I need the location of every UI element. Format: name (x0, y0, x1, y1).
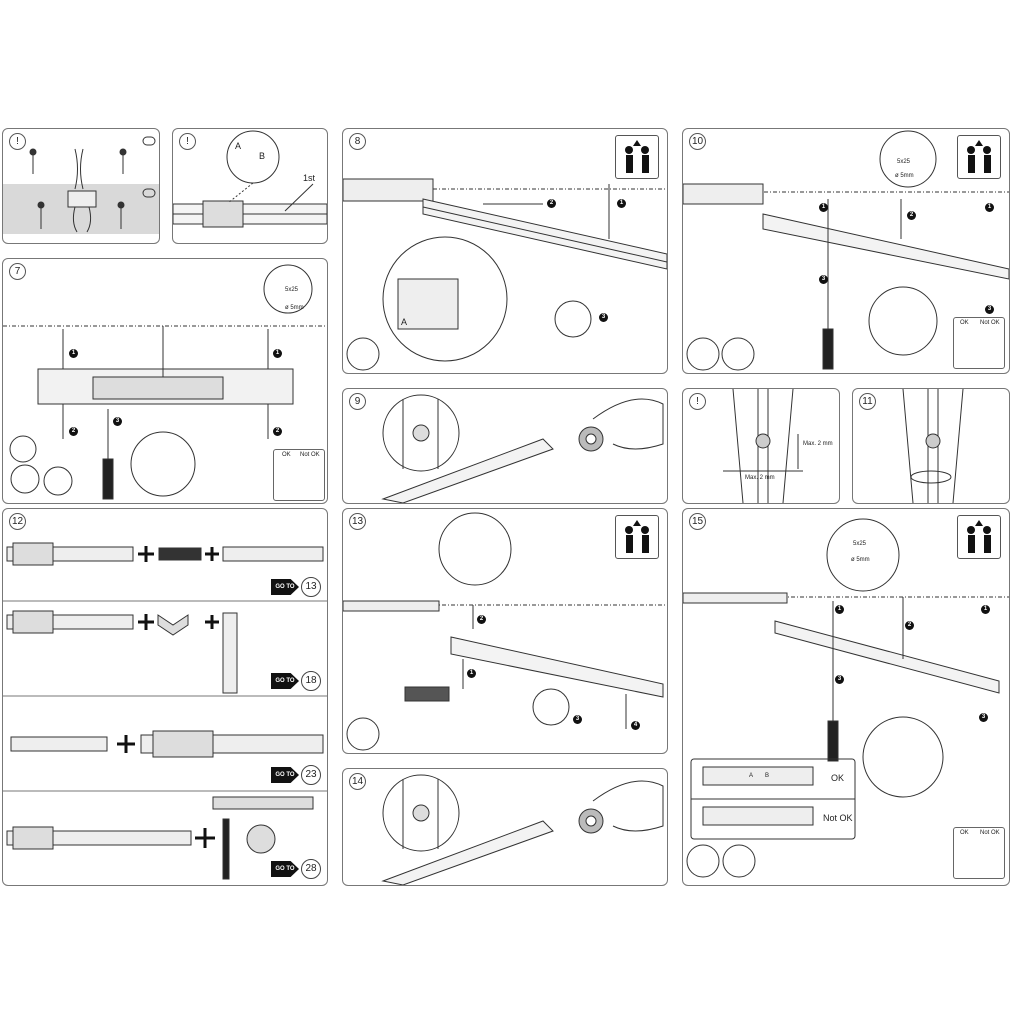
goto-13[interactable]: GO TO 13 (271, 577, 321, 597)
step-marker-1: 1 (273, 349, 282, 358)
letter-a: A (401, 317, 408, 327)
notok-label: Not OK (980, 830, 1000, 836)
ok-label: OK (960, 830, 969, 836)
letter-a: A (235, 141, 242, 151)
step-number: 7 (9, 263, 26, 280)
rail-illustration (173, 130, 327, 228)
panel-step-11: 11 (852, 388, 1010, 504)
max-vertical-label: Max. 2 mm (803, 441, 833, 447)
letter-a: A (749, 773, 754, 779)
step-marker-3: 3 (113, 417, 122, 426)
cover-strip-illustration (381, 394, 664, 503)
goto-arrow-icon: GO TO (271, 673, 299, 689)
panel-step-14: 14 (342, 768, 668, 886)
step-marker-1: 1 (617, 199, 626, 208)
panel-warning-tolerance: ! Max. 2 mm Max. 2 mm (682, 388, 840, 504)
step-marker-3: 3 (573, 715, 582, 724)
step-number: 8 (349, 133, 366, 150)
connector-illustration (343, 512, 667, 751)
goto-arrow-icon: GO TO (271, 861, 299, 877)
step-marker-2: 2 (69, 427, 78, 436)
second-rail-illustration (683, 518, 1009, 878)
step-number: 11 (859, 393, 876, 410)
step-marker-2: 2 (907, 211, 916, 220)
cover-strip-illustration (381, 774, 664, 885)
step-number: 10 (689, 133, 706, 150)
ok-label: OK (960, 320, 969, 326)
goto-ref: 28 (301, 859, 321, 879)
panel-step-13: 13 1 2 3 4 (342, 508, 668, 754)
notok-label: Not OK (980, 320, 1000, 326)
step-marker-3: 3 (979, 713, 988, 722)
step-marker-3: 3 (985, 305, 994, 314)
step-marker-1: 1 (835, 605, 844, 614)
goto-ref: 13 (301, 577, 321, 597)
goto-arrow-icon: GO TO (271, 579, 299, 595)
two-persons-icon (957, 135, 1001, 179)
panel-warning-direction: ! 1st A B (172, 128, 328, 244)
drill-size: ø 5mm (851, 557, 870, 563)
goto-ref: 18 (301, 671, 321, 691)
goto-28[interactable]: GO TO 28 (271, 859, 321, 879)
step-number: 9 (349, 393, 366, 410)
goto-ref: 23 (301, 765, 321, 785)
wiring-illustration (29, 136, 156, 233)
step-number: 14 (349, 773, 366, 790)
step-number: 13 (349, 513, 366, 530)
step-marker-1: 1 (985, 203, 994, 212)
two-persons-icon (615, 515, 659, 559)
anchor-size: 5x25 (897, 159, 911, 165)
goto-18[interactable]: GO TO 18 (271, 671, 321, 691)
panel-step-8: 8 A 1 2 3 (342, 128, 668, 374)
goto-23[interactable]: GO TO 23 (271, 765, 321, 785)
step-marker-2: 2 (547, 199, 556, 208)
step-marker-2: 2 (477, 615, 486, 624)
ok-notok-box: OK Not OK (953, 827, 1005, 879)
ok-notok-box: OK Not OK (953, 317, 1005, 369)
max-horizontal-label: Max. 2 mm (745, 475, 775, 481)
warning-badge: ! (689, 393, 706, 410)
adjust-illustration (902, 389, 964, 503)
rail-fix-illustration (683, 130, 1009, 371)
drill-size: ø 5mm (285, 305, 304, 311)
letter-b: B (765, 773, 770, 779)
step-marker-4: 4 (631, 721, 640, 730)
ok-notok-box: OK Not OK (273, 449, 325, 501)
two-persons-icon (957, 515, 1001, 559)
goto-arrow-icon: GO TO (271, 767, 299, 783)
panel-step-15: 15 5x25 ø 5mm OK Not OK A B OK Not OK 1 … (682, 508, 1010, 886)
warning-badge: ! (179, 133, 196, 150)
panel-step-10: 10 5x25 ø 5mm OK Not OK 1 1 2 3 3 (682, 128, 1010, 374)
anchor-size: 5x25 (285, 287, 299, 293)
warning-badge: ! (9, 133, 26, 150)
panel-step-9: 9 (342, 388, 668, 504)
tolerance-illustration (723, 389, 803, 503)
step-number: 12 (9, 513, 26, 530)
step-marker-1: 1 (467, 669, 476, 678)
step-marker-2: 2 (905, 621, 914, 630)
panel-step-12: 12 GO TO 13 (2, 508, 328, 886)
anchor-size: 5x25 (853, 541, 867, 547)
ok-label: OK (282, 452, 291, 458)
first-label: 1st (303, 173, 316, 183)
step-marker-1: 1 (981, 605, 990, 614)
step-marker-2: 2 (273, 427, 282, 436)
notok-comparison-label: Not OK (823, 813, 853, 823)
letter-b: B (259, 151, 266, 161)
options-illustration (3, 542, 327, 880)
step-number: 15 (689, 513, 706, 530)
ok-comparison-label: OK (831, 773, 845, 783)
notok-label: Not OK (300, 452, 320, 458)
rail-install-illustration (343, 178, 667, 371)
step-marker-1: 1 (69, 349, 78, 358)
two-persons-icon (615, 135, 659, 179)
step-marker-3: 3 (819, 275, 828, 284)
drill-size: ø 5mm (895, 173, 914, 179)
step-marker-3: 3 (835, 675, 844, 684)
panel-step-7: 7 5x25 ø 5mm OK Not OK 1 1 2 2 3 (2, 258, 328, 504)
step-marker-1: 1 (819, 203, 828, 212)
mounting-illustration (3, 264, 327, 500)
step-marker-3: 3 (599, 313, 608, 322)
panel-warning-electrical: ! (2, 128, 160, 244)
